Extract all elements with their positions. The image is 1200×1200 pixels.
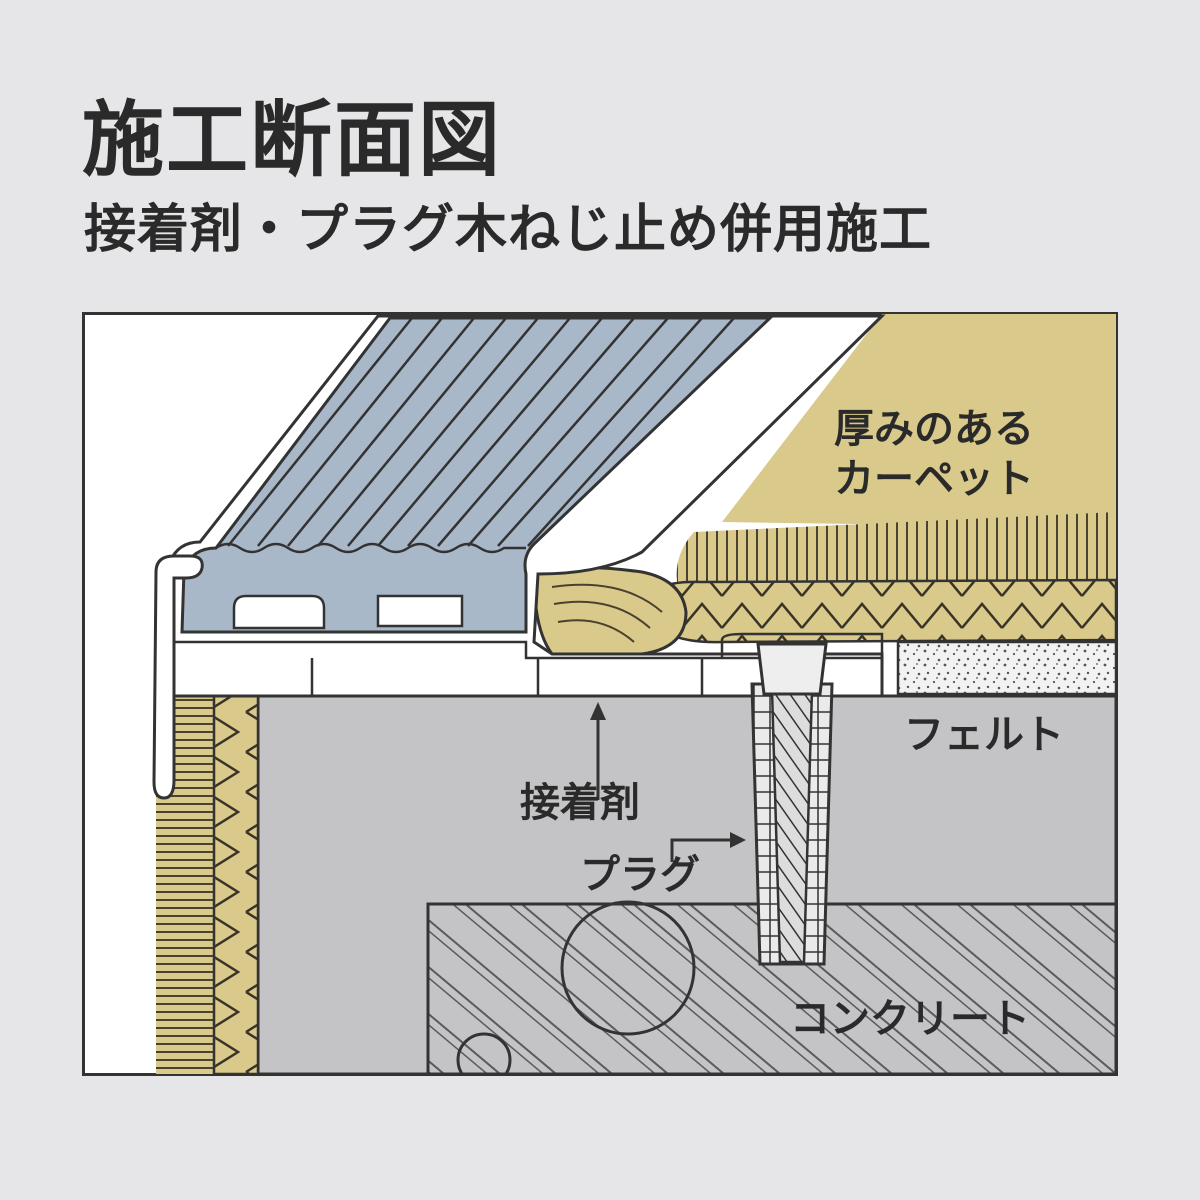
cross-section-diagram: 厚みのある カーペット フェルト 接着剤 プラグ コンクリート [82,312,1118,1076]
screw-head [756,642,828,696]
felt-layer [896,640,1118,696]
concrete-label: コンクリート [790,996,1030,1042]
felt-label: フェルト [904,712,1064,758]
riser-carpet-backing [212,694,260,1076]
nosing-front-lip [152,554,204,800]
page-title: 施工断面図 [82,93,503,188]
carpet-label-line2: カーペット [834,456,1034,502]
carpet-label-line1: 厚みのある [834,406,1034,452]
carpet-top-region [722,314,1116,528]
carpet-curl [532,565,688,656]
plug-label: プラグ [580,852,700,898]
plug-arrow [670,838,732,862]
adhesive-label: 接着剤 [520,780,640,826]
page-subtitle: 接着剤・プラグ木ねじ止め併用施工 [84,200,933,260]
wood-screw [770,688,814,964]
